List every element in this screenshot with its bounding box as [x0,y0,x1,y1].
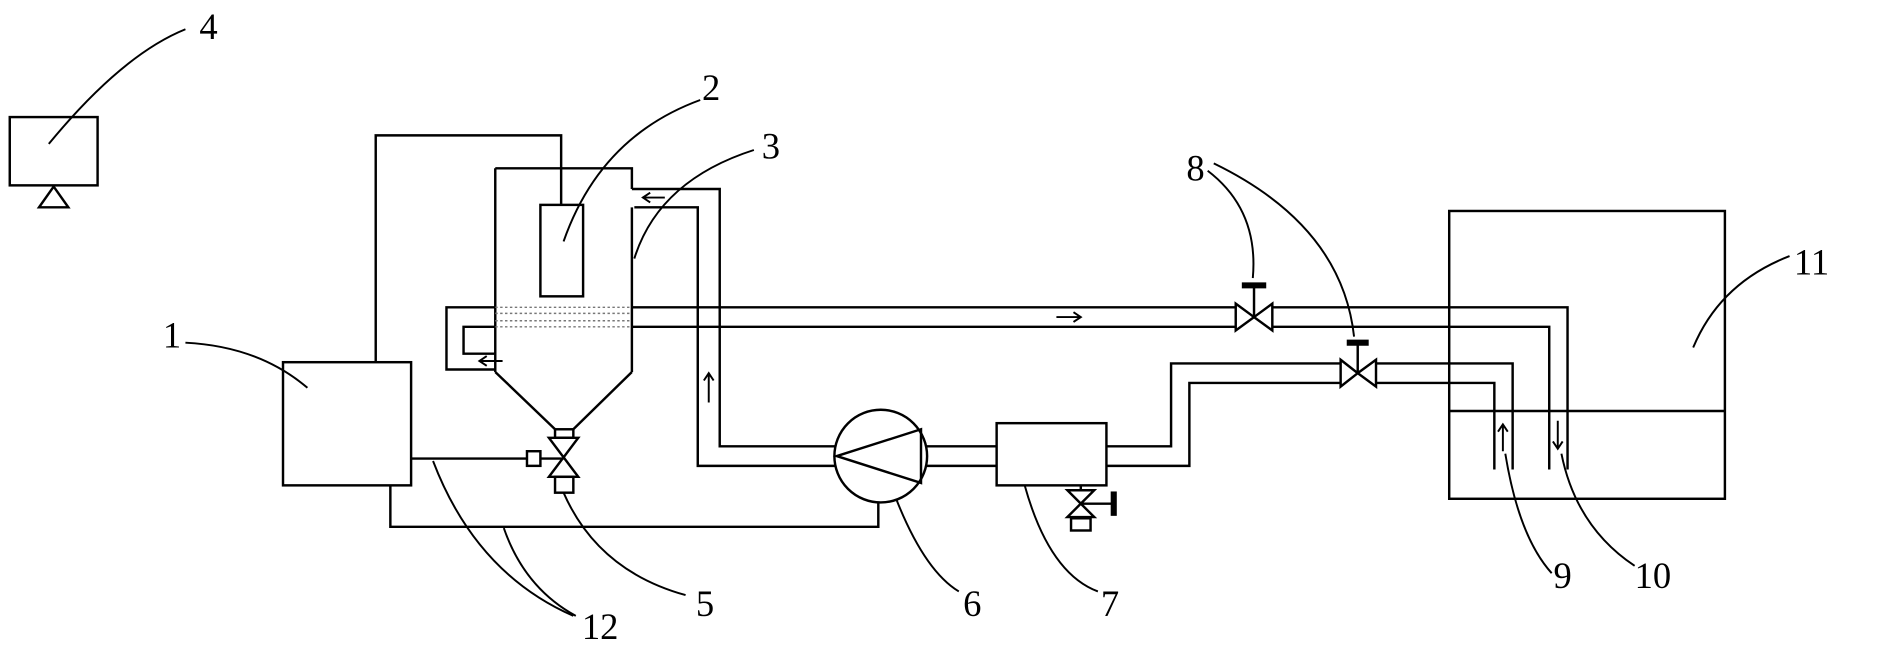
callout-8: 8 [1186,147,1204,188]
callout-1: 1 [163,315,181,356]
flow-arrow-up-return [703,371,715,403]
valve-8-lower [1339,339,1378,390]
leader-11 [1692,255,1790,348]
valve-5-body-bottom [546,455,581,479]
valve-5-outlet [553,475,575,494]
loop-pipe-outer [445,306,496,371]
vessel-top [495,167,634,190]
component-6-pump [832,408,929,504]
flow-arrow-left-loop [477,355,503,367]
display-stand [36,184,71,209]
supply-pipe-lower-2 [1272,325,1551,470]
callout-11: 11 [1794,241,1829,282]
leader-8-upper [1207,169,1255,279]
component-1-box [281,360,413,487]
valve-body-right [1251,301,1274,333]
flow-arrow-left-top [641,191,665,204]
leader-8-lower [1213,162,1356,337]
loop-pipe-inner [462,325,496,355]
valve-body-right [1355,357,1378,389]
supply-pipe-upper-2 [1272,306,1569,470]
leader-9 [1504,453,1553,574]
tank-outline [1447,209,1727,500]
callout-10: 10 [1635,555,1672,596]
callout-9: 9 [1554,555,1572,596]
drain-valve-top [1064,489,1098,506]
signal-wire-pump [389,485,880,529]
return-line-lower-2 [1376,381,1496,470]
component-2-element [539,203,585,298]
flow-arrow-right-supply [1056,311,1083,323]
drain-valve-outlet [1069,517,1092,532]
valve-8-upper [1234,282,1274,333]
vessel-cone-right [572,371,633,431]
flow-arrow-down-tank [1552,420,1564,451]
return-line-upper-2 [1376,362,1514,470]
leader-3 [633,149,755,259]
vessel-cone-left [494,371,556,431]
callout-5: 5 [696,583,714,624]
leader-12-a [432,460,574,617]
leader-5 [562,492,686,597]
pump-casing [833,408,929,504]
valve-5-body-top [546,436,581,460]
callout-3: 3 [762,126,780,167]
leader-10 [1560,453,1636,567]
valve-5-actuator [525,449,542,468]
leader-2 [562,99,701,242]
valve-5-top-flange [553,428,575,440]
component-5-valve [525,428,581,494]
signal-wire-top [374,134,563,363]
return-pipe-outer [631,187,836,448]
leader-7 [1023,485,1099,593]
return-line-lower [1106,381,1341,468]
pump-direction-triangle [832,427,923,485]
leader-1 [185,341,309,389]
flow-arrow-up-tank [1497,422,1509,452]
callout-6: 6 [963,583,981,624]
display-screen [8,115,99,187]
valve-body-left [1234,301,1257,333]
leader-6 [895,499,960,593]
drain-valve-bottom [1064,501,1098,519]
valve-body-left [1339,357,1360,390]
callout-4: 4 [199,6,217,47]
callout-2: 2 [702,67,720,108]
callout-7: 7 [1101,583,1119,624]
return-pipe-inner [634,206,836,468]
component-11-tank [1447,209,1727,500]
component-4-display [8,115,99,209]
callout-12: 12 [582,606,619,647]
leader-4 [48,28,186,145]
leader-12-b [502,527,577,617]
component-7-box [995,421,1108,487]
return-line-upper [1106,362,1341,448]
drain-valve [1064,485,1117,532]
